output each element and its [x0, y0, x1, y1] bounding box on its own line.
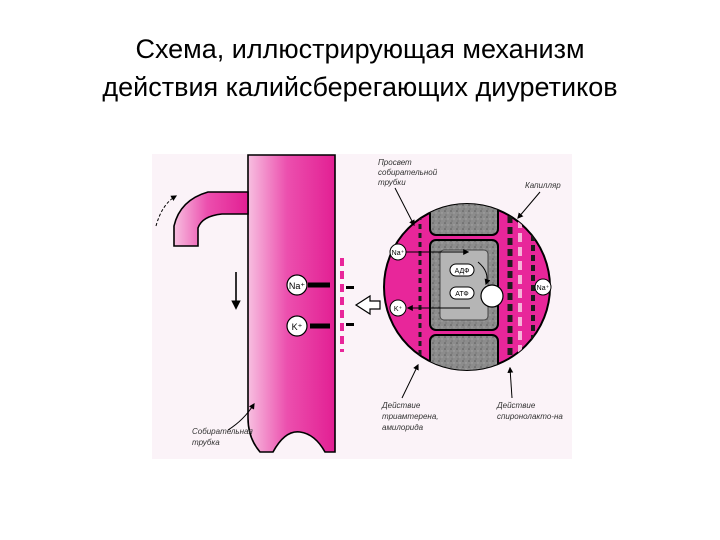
atp-label: АТФ	[450, 287, 474, 299]
svg-text:Просвет: Просвет	[378, 158, 412, 167]
svg-text:триамтерена,: триамтерена,	[382, 412, 439, 421]
na-k-pump	[481, 285, 503, 307]
cell-interior	[440, 250, 488, 320]
svg-text:трубка: трубка	[192, 438, 220, 447]
svg-text:трубки: трубки	[378, 178, 406, 187]
ion-k-cell: K⁺	[390, 300, 406, 316]
ion-na-tube: Na⁺	[287, 275, 307, 295]
svg-text:спиронолакто-на: спиронолакто-на	[497, 412, 563, 421]
ion-na-cell: Na⁺	[390, 244, 406, 260]
svg-text:АДФ: АДФ	[455, 268, 470, 275]
connector-bar-1	[346, 286, 354, 289]
svg-text:Na⁺: Na⁺	[289, 281, 306, 291]
svg-text:Na⁺: Na⁺	[537, 285, 550, 292]
svg-text:собирательной: собирательной	[378, 168, 438, 177]
svg-text:амилорида: амилорида	[382, 423, 424, 432]
svg-text:Действие: Действие	[496, 401, 536, 410]
adp-label: АДФ	[450, 264, 474, 276]
svg-text:Na⁺: Na⁺	[392, 250, 405, 257]
label-capillary: Капилляр	[525, 181, 561, 190]
svg-text:АТФ: АТФ	[455, 291, 469, 298]
svg-text:Собирательная: Собирательная	[192, 427, 253, 436]
ion-na-right: Na⁺	[535, 279, 551, 295]
ion-k-tube: K⁺	[287, 316, 307, 336]
connector-bar-2	[346, 323, 354, 326]
svg-text:K⁺: K⁺	[394, 306, 403, 313]
svg-text:Действие: Действие	[381, 401, 421, 410]
svg-text:K⁺: K⁺	[292, 322, 303, 332]
